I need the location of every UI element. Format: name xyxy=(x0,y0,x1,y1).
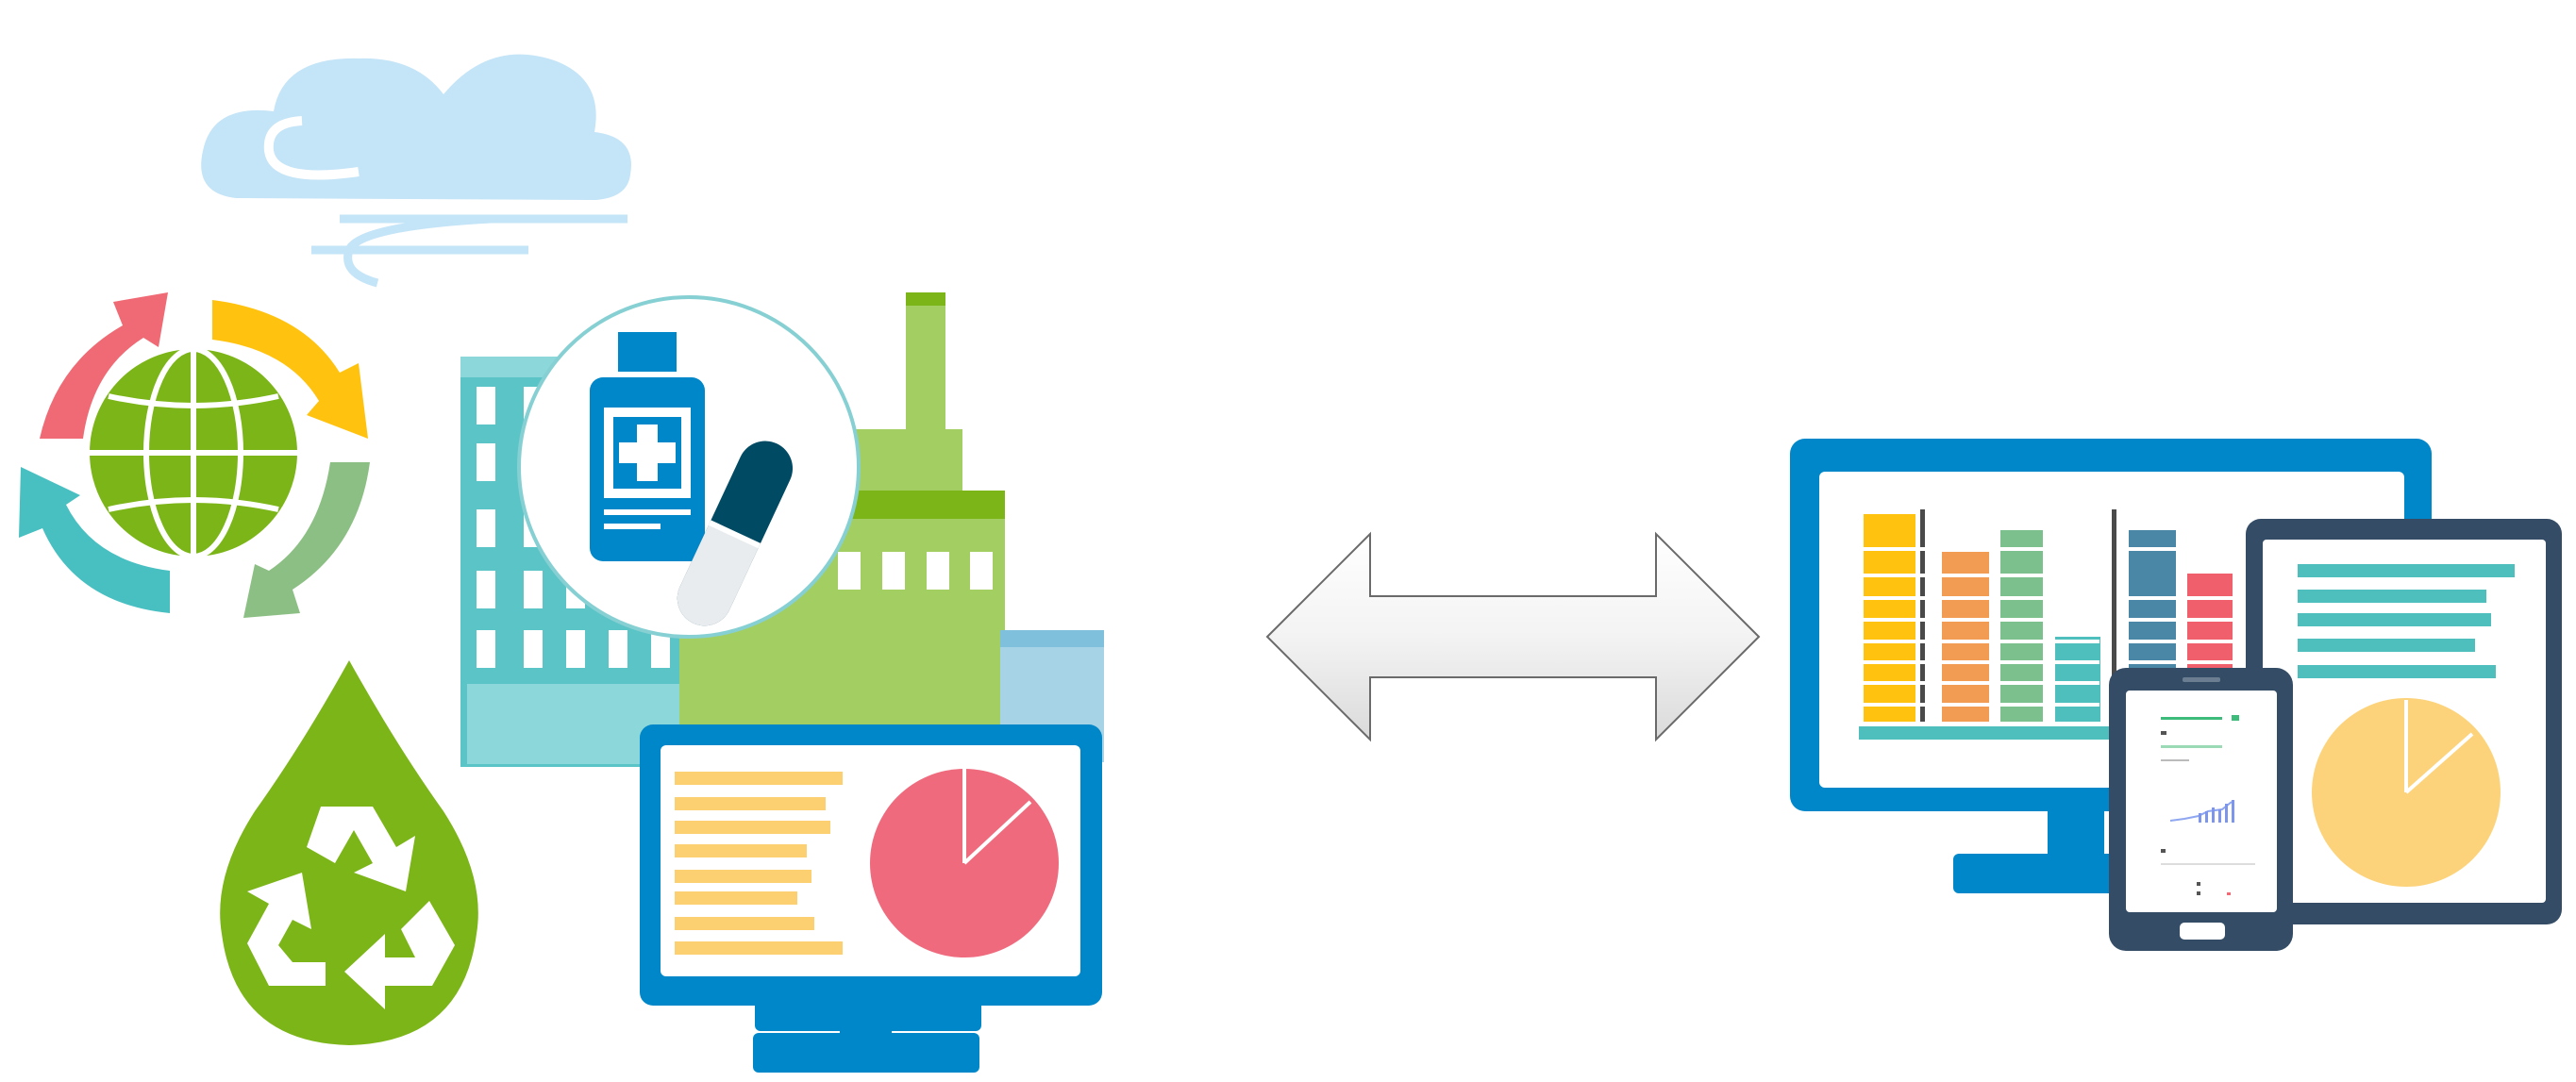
globe-icon xyxy=(90,346,297,559)
report-monitor-icon xyxy=(640,724,1102,1073)
phone-screen-graphic xyxy=(2161,715,2255,895)
recycle-drop-icon xyxy=(220,660,478,1045)
phone-icon xyxy=(2109,668,2293,951)
tablet-icon xyxy=(2246,519,2562,924)
double-arrow-icon xyxy=(1265,531,1761,742)
medicine-bottle-icon xyxy=(517,295,861,639)
cloud-icon xyxy=(201,54,631,288)
capsule-icon xyxy=(677,441,794,626)
recycle-cycle-arrows-icon xyxy=(19,292,370,618)
